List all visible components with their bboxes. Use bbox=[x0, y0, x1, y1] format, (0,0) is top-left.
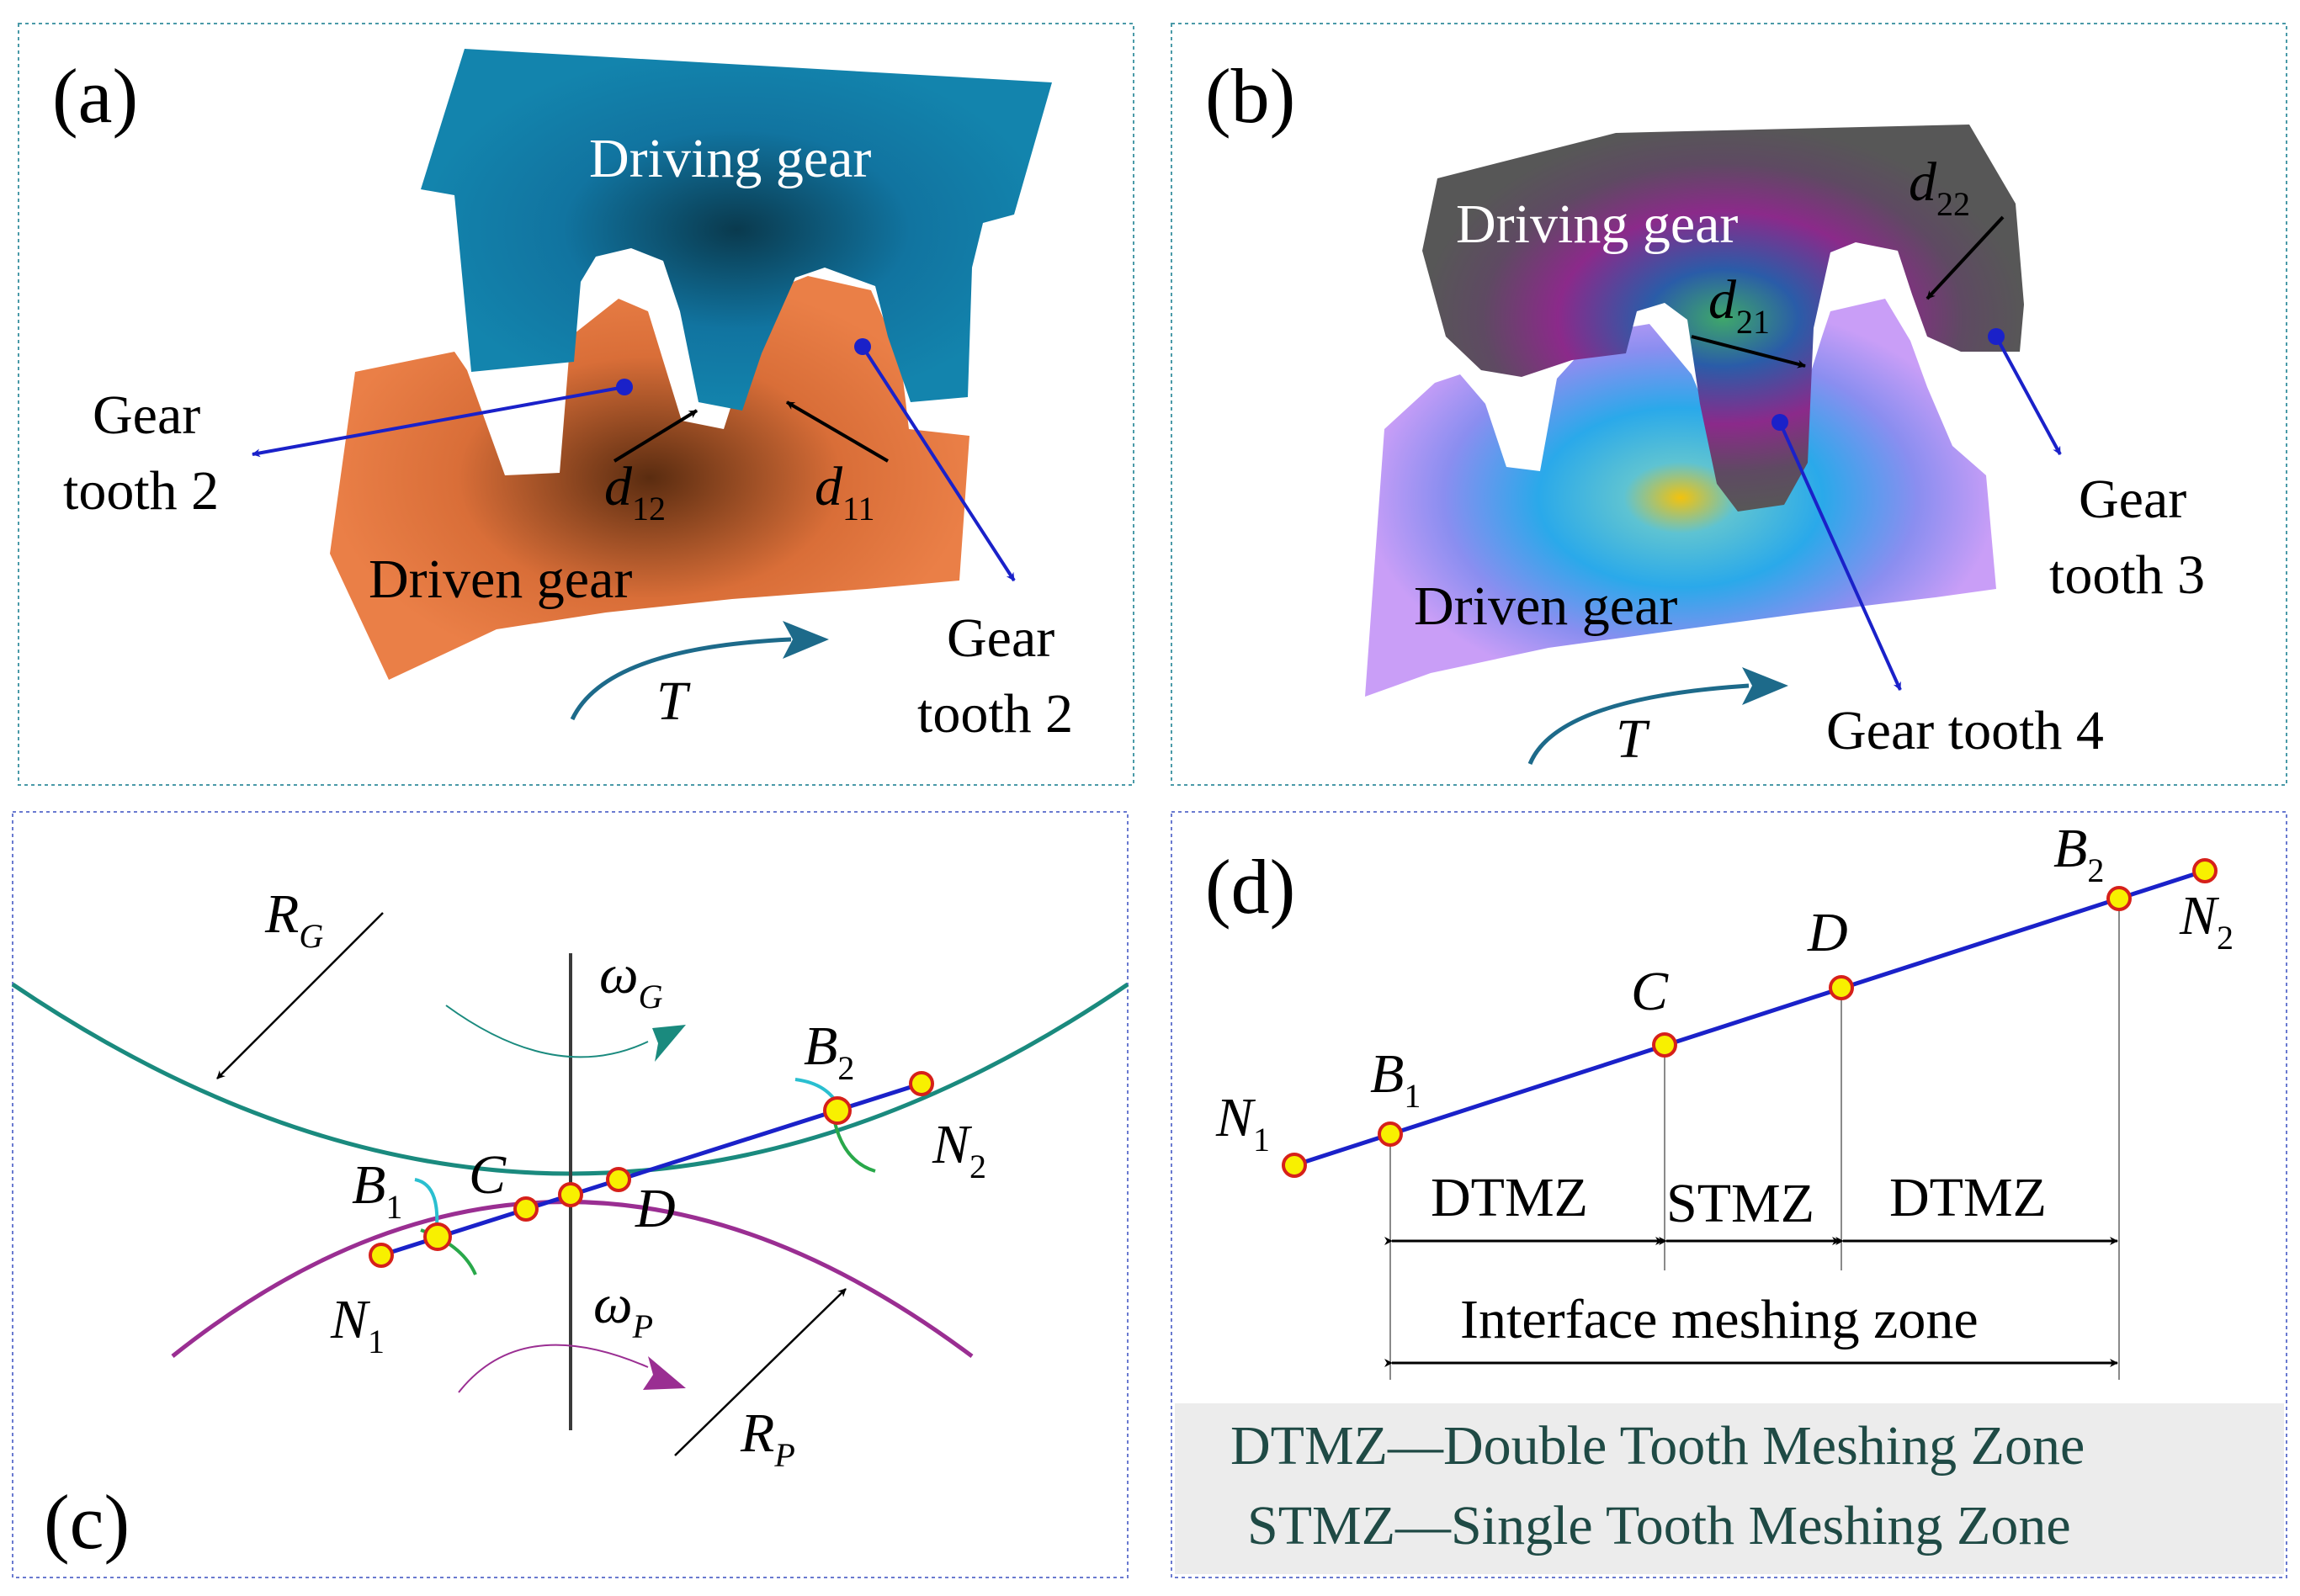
d-label-c: D bbox=[635, 1178, 676, 1239]
legend-dtmz: DTMZ—Double Tooth Meshing Zone bbox=[1230, 1415, 2085, 1477]
driven-gear-label-a: Driven gear bbox=[369, 549, 632, 610]
tooth4-dot bbox=[1771, 414, 1788, 431]
omega-g-arrowhead bbox=[652, 1025, 686, 1062]
node-pitch-c bbox=[558, 1182, 583, 1207]
rp-arrow bbox=[674, 1288, 847, 1456]
node-n2-d bbox=[2192, 858, 2218, 883]
panel-a-label: (a) bbox=[52, 53, 138, 139]
node-b1-c bbox=[423, 1222, 452, 1251]
n1-label-d: N1 bbox=[1215, 1087, 1270, 1159]
driven-gear-shape bbox=[330, 276, 969, 680]
driving-gear-label-a: Driving gear bbox=[589, 128, 871, 189]
omega-p-label: ωP bbox=[593, 1274, 653, 1345]
node-b1-d bbox=[1378, 1121, 1403, 1147]
c-label-c: C bbox=[469, 1144, 507, 1206]
tooth2-right-dot bbox=[854, 338, 871, 355]
gear-tooth3-line1: Gear bbox=[2079, 469, 2186, 530]
panel-d-frame bbox=[1171, 811, 2287, 1578]
d21-label: d21 bbox=[1708, 269, 1770, 341]
n2-label-d: N2 bbox=[2179, 885, 2234, 957]
torque-arrow-b bbox=[1527, 683, 1750, 765]
torque-arrowhead-b bbox=[1742, 667, 1788, 705]
legend-box bbox=[1175, 1403, 2284, 1574]
line-of-action-d bbox=[1293, 868, 2206, 1168]
gear-tooth3-line2: tooth 3 bbox=[2049, 544, 2205, 606]
b2-label-d: B2 bbox=[2053, 818, 2104, 889]
d11-arrow bbox=[785, 400, 890, 463]
d11-label: d11 bbox=[815, 456, 875, 528]
torque-arrow-a bbox=[570, 637, 792, 721]
d21-arrow bbox=[1691, 335, 1806, 369]
d12-label: d12 bbox=[604, 456, 666, 528]
omega-g-label: ωG bbox=[599, 944, 663, 1015]
gear-tooth4-label: Gear tooth 4 bbox=[1826, 700, 2104, 761]
zone-stmz: STMZ bbox=[1666, 1173, 1814, 1234]
zone-dtmz-1: DTMZ bbox=[1431, 1167, 1588, 1228]
driven-gear-label-b: Driven gear bbox=[1414, 575, 1677, 637]
legend-stmz: STMZ—Single Tooth Meshing Zone bbox=[1247, 1495, 2071, 1556]
d-label-d: D bbox=[1807, 902, 1848, 963]
omega-p-arrow bbox=[458, 1344, 649, 1393]
gear-tooth-left-line1: Gear bbox=[93, 384, 200, 446]
node-c-d bbox=[1652, 1032, 1677, 1058]
driving-gear-shape-b bbox=[1422, 125, 2024, 512]
b1-label-c: B1 bbox=[352, 1154, 402, 1226]
gear-tooth-right-line2: tooth 2 bbox=[917, 683, 1073, 745]
tooth3-dot bbox=[1988, 328, 2005, 345]
omega-p-arrowhead bbox=[643, 1356, 686, 1390]
rp-label: RP bbox=[740, 1402, 795, 1474]
rg-arrow bbox=[216, 912, 384, 1079]
panel-d-label: (d) bbox=[1205, 844, 1295, 930]
rg-label: RG bbox=[264, 883, 323, 955]
gear-tooth-right-line1: Gear bbox=[947, 607, 1054, 669]
b1-label-d: B1 bbox=[1370, 1043, 1421, 1115]
n1-label-c: N1 bbox=[330, 1289, 385, 1360]
torque-label-a: T bbox=[656, 671, 691, 732]
omega-g-arrow bbox=[445, 1005, 649, 1058]
tooth2-left-arrow bbox=[252, 385, 625, 458]
torque-label-b: T bbox=[1616, 708, 1650, 770]
tooth2-left-dot bbox=[616, 379, 633, 395]
panel-b-frame bbox=[1171, 23, 2287, 786]
node-b2-c bbox=[823, 1096, 852, 1125]
zone-dtmz-2: DTMZ bbox=[1889, 1167, 2047, 1228]
tooth4-arrow bbox=[1778, 422, 1902, 691]
node-d-d bbox=[1829, 975, 1854, 1000]
d22-arrow bbox=[1926, 215, 2005, 300]
panel-b-label: (b) bbox=[1205, 53, 1295, 139]
panel-c-frame bbox=[12, 811, 1129, 1578]
driven-gear-shape-b bbox=[1365, 299, 1996, 697]
gear-tooth-left-line2: tooth 2 bbox=[63, 460, 219, 522]
tooth2-right-arrow bbox=[861, 345, 1016, 582]
panel-c-label: (c) bbox=[44, 1479, 130, 1565]
torque-arrowhead-a bbox=[783, 621, 829, 659]
driving-gear-label-b: Driving gear bbox=[1456, 194, 1738, 255]
panel-a-frame bbox=[18, 23, 1134, 786]
node-c-c bbox=[513, 1196, 539, 1222]
node-n1-c bbox=[369, 1243, 394, 1268]
node-n1-d bbox=[1282, 1153, 1307, 1178]
b2-label-c: B2 bbox=[804, 1015, 854, 1087]
node-n2-c bbox=[909, 1071, 934, 1096]
c-label-d: C bbox=[1631, 961, 1669, 1022]
d12-arrow bbox=[613, 409, 698, 463]
n2-label-c: N2 bbox=[932, 1114, 986, 1185]
tooth3-arrow bbox=[1995, 336, 2062, 455]
driving-gear-shape bbox=[421, 49, 1052, 411]
node-d-c bbox=[606, 1167, 631, 1192]
node-b2-d bbox=[2106, 886, 2132, 911]
interface-zone-label: Interface meshing zone bbox=[1460, 1289, 1979, 1350]
d22-label: d22 bbox=[1909, 151, 1970, 223]
